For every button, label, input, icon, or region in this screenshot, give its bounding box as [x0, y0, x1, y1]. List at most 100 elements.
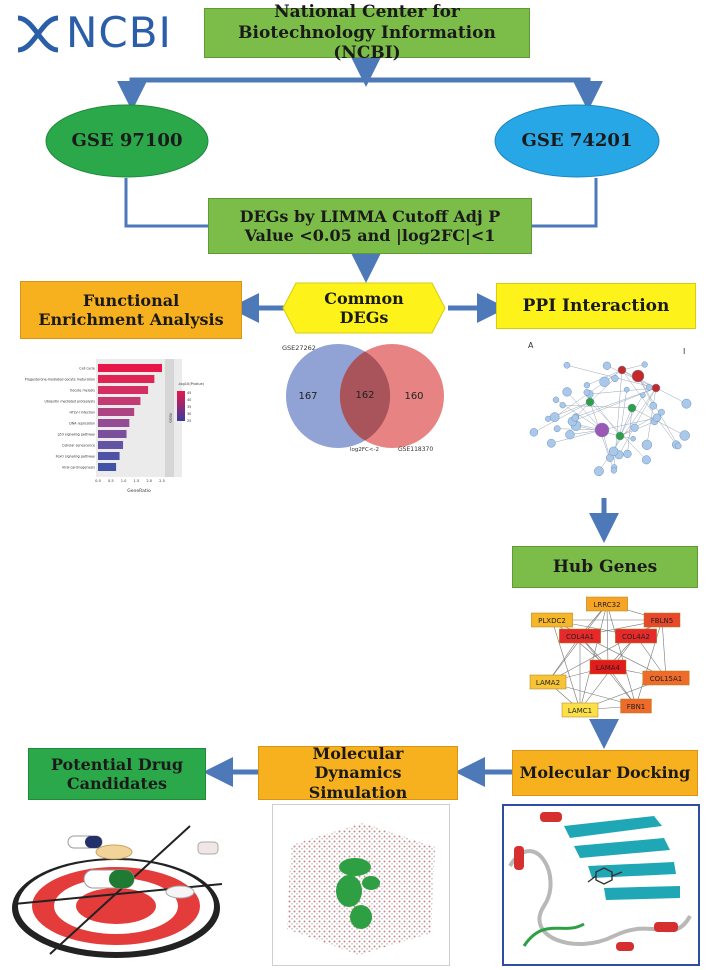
ncbi-source-box: National Center for Biotechnology Inform… — [204, 2, 530, 63]
enrichment-term-label: p53 signaling pathway — [58, 433, 95, 437]
ppi-node — [674, 442, 682, 450]
enrichment-term-label: HTLV-I infection — [69, 411, 95, 415]
ncbi-logo: NCBI — [14, 8, 190, 58]
ppi-node — [649, 401, 658, 410]
common-degs-hexagon: Common DEGs — [282, 282, 446, 334]
venn-left-label: GSE27262 — [282, 344, 316, 352]
enrichment-legend-title: -log10(Pvalue) — [178, 382, 205, 386]
ppi-edge — [627, 407, 633, 454]
protein-core — [336, 858, 380, 929]
ppi-node — [641, 439, 653, 450]
enrichment-legend-tick: 45 — [187, 391, 191, 395]
enrichment-term-label: FoxO signaling pathway — [56, 455, 95, 459]
coil-green — [522, 922, 585, 947]
ppi-node — [565, 429, 575, 440]
hub-gene-label: LAMA2 — [536, 679, 560, 687]
hub-gene-label: COL4A2 — [622, 633, 650, 641]
target-line-a — [49, 825, 191, 955]
venn-left-count: 167 — [298, 391, 317, 402]
functional-enrichment-box: Functional Enrichment Analysis — [20, 281, 242, 339]
drug-target-illustration — [12, 825, 223, 958]
hub-gene-label: COL15A1 — [650, 675, 682, 683]
hub-gene-node — [642, 670, 690, 686]
hub-genes-box: Hub Genes — [512, 546, 698, 588]
ppi-edge — [637, 375, 679, 447]
ppi-node — [602, 361, 612, 370]
common-degs-label: Common DEGs — [324, 288, 404, 327]
dataset-right-shape — [494, 104, 660, 178]
venn-right-label: GSE118370 — [398, 446, 433, 453]
ppi-edge — [566, 391, 603, 431]
ppi-edge — [619, 395, 644, 437]
ppi-edge — [621, 369, 677, 445]
ppi-label: PPI Interaction — [522, 295, 670, 316]
ppi-node — [546, 438, 556, 448]
enrichment-term-label: Ubiquitin mediated proteolysis — [44, 400, 95, 404]
ppi-node — [585, 397, 595, 407]
ppi-node — [623, 386, 630, 393]
dataset-left-label: GSE 97100 — [71, 130, 183, 152]
ppi-node — [571, 414, 579, 422]
ppi-node — [631, 369, 645, 383]
hub-gene-node — [643, 612, 681, 628]
dataset-left-shape — [45, 104, 209, 178]
ppi-edge — [631, 407, 685, 436]
molecular-docking-label: Molecular Docking — [519, 763, 691, 783]
hub-gene-label: LRRC32 — [593, 601, 620, 609]
enrichment-legend-tick: 25 — [187, 419, 191, 423]
ppi-node — [645, 384, 653, 391]
hub-gene-label: FBLN5 — [651, 617, 673, 625]
hub-genes-label: Hub Genes — [552, 556, 658, 577]
enrichment-bar — [98, 386, 149, 394]
ppi-node — [641, 455, 651, 465]
hub-gene-node — [529, 674, 567, 690]
hub-edge — [635, 619, 663, 707]
ppi-edge — [606, 365, 657, 389]
common-degs-shape — [282, 282, 446, 334]
enrichment-bar — [98, 463, 117, 471]
ppi-edge — [551, 429, 603, 444]
dataset-right-ellipse: GSE 74201 — [494, 104, 660, 178]
ppi-nodes — [529, 361, 692, 477]
enrichment-bar — [98, 452, 120, 460]
ppi-node — [529, 428, 539, 437]
md-simulation-frame — [272, 804, 450, 966]
enrichment-bar — [98, 375, 155, 383]
ppi-edge — [533, 401, 591, 433]
venn-diagram: GSE27262 167 162 160 log2FC<-2 GSE118370 — [282, 344, 444, 453]
ncbi-source-label: National Center for Biotechnology Inform… — [238, 2, 496, 64]
molecular-docking-box: Molecular Docking — [512, 750, 698, 796]
hub-edge — [551, 619, 581, 711]
ppi-node — [559, 402, 566, 409]
pill-tan — [95, 844, 133, 860]
enrichment-bar — [98, 419, 130, 427]
ppi-node — [658, 408, 665, 416]
hub-gene-label: LAMC1 — [568, 707, 592, 715]
degs-box: DEGs by LIMMA Cutoff Adj P Value <0.05 a… — [208, 198, 532, 254]
ppi-node — [583, 389, 591, 396]
hub-edge — [547, 635, 581, 683]
ppi-node — [599, 376, 610, 387]
ppi-network: A I — [528, 341, 692, 477]
molecular-dynamics-label: Molecular Dynamics Simulation — [308, 744, 408, 802]
enrichment-bars — [98, 364, 162, 471]
ppi-panel-letter: A — [528, 341, 534, 350]
enrichment-legend-tick: 40 — [187, 398, 191, 402]
docking-structure-frame — [502, 804, 700, 966]
capsule-blue — [67, 835, 103, 849]
enrichment-term-label: Oocyte meiosis — [70, 389, 96, 393]
enrichment-term-label: Progesterone-mediated oocyte maturation — [25, 378, 95, 382]
enrichment-bar — [98, 408, 135, 416]
pill-pink — [197, 841, 219, 855]
hub-gene-label: COL4A1 — [566, 633, 594, 641]
capsule-green — [83, 869, 135, 889]
ppi-node — [608, 446, 619, 457]
enrichment-facet-label: KEGG — [169, 413, 173, 423]
dna-helix-icon — [17, 15, 59, 53]
molecular-dynamics-box: Molecular Dynamics Simulation — [258, 744, 458, 802]
ppi-box: PPI Interaction — [496, 283, 696, 329]
dataset-left-ellipse: GSE 97100 — [45, 104, 209, 178]
ppi-node — [651, 383, 661, 393]
